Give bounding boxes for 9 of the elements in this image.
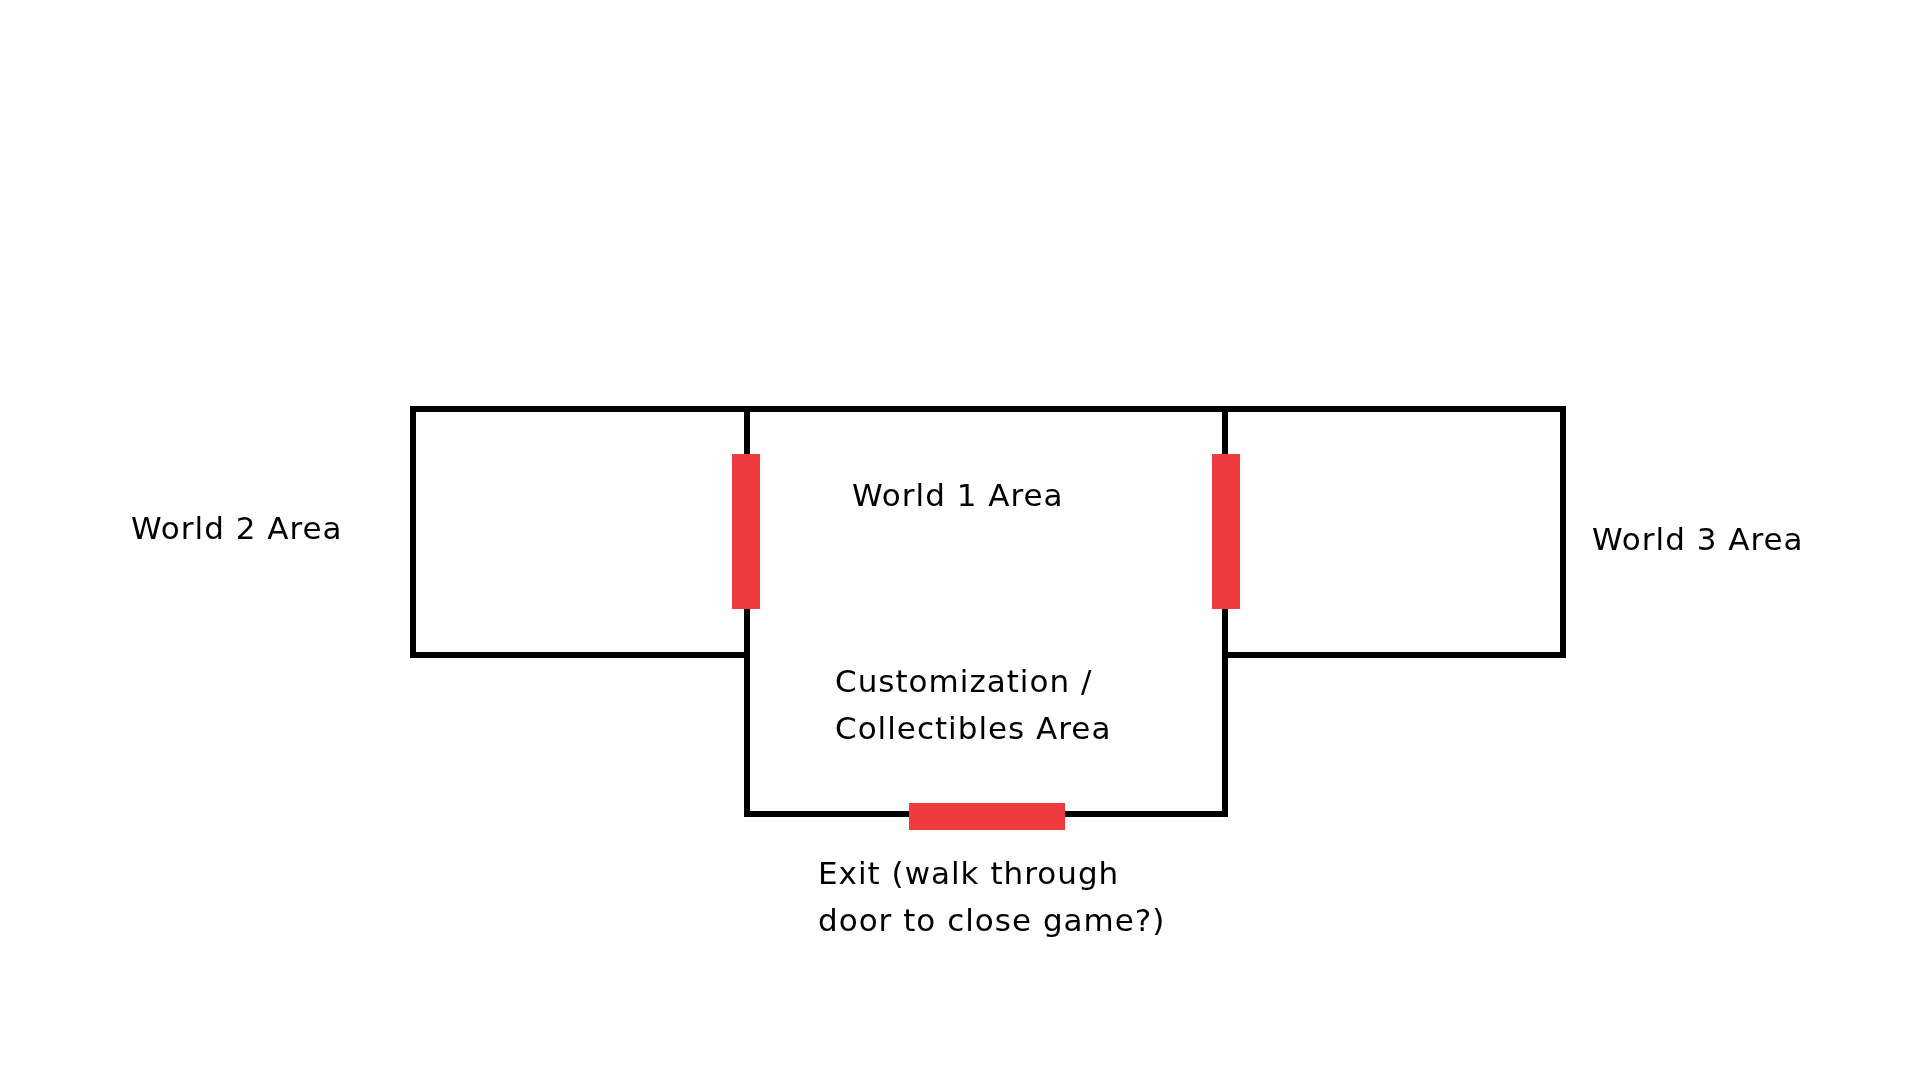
door-caption: Exit (walk through door to close game?) [818, 854, 1167, 940]
room-label: Customization / Collectibles Area [835, 658, 1165, 752]
room-label: World 2 Area [131, 505, 391, 552]
door-marker [909, 803, 1065, 830]
room-label: World 1 Area [852, 472, 1152, 519]
door-marker [1212, 454, 1240, 609]
room-label: World 3 Area [1592, 516, 1872, 563]
door-marker [732, 454, 760, 609]
room-outline [1228, 406, 1566, 658]
